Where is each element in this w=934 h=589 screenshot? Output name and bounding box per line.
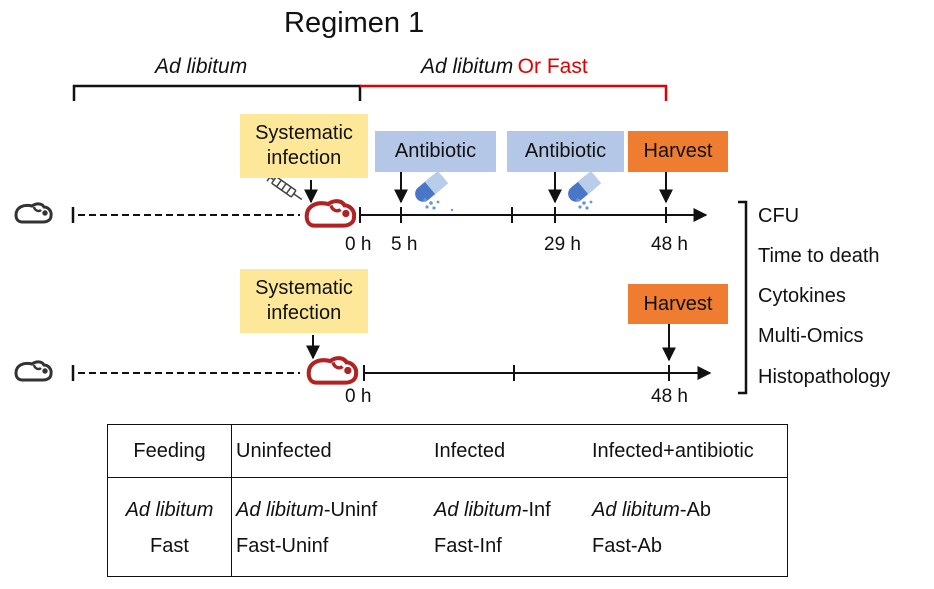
readout-item: Time to death [758,245,880,267]
readout-item: Histopathology [758,366,891,388]
table-cell-feeding: Ad libitum [107,477,232,528]
table-header-cell: Infected [430,424,588,478]
mouse-infected-icon [307,201,354,225]
antibiotic-box-2: Antibiotic [507,131,624,172]
bracket-ad-libitum-or-fast [360,84,668,101]
tick-label-0h-2: 0 h [345,386,372,407]
readout-item: CFU [758,205,800,227]
readout-item: Multi-Omics [758,325,864,347]
bracket-ad-libitum [72,84,362,101]
cell-prefix: Ad libitum [236,498,324,521]
table-cell: Ad libitum-Uninf [232,478,431,529]
cell-prefix: Ad libitum [434,498,522,521]
table-cell: Fast-Uninf [232,528,431,577]
cell-suffix: Fast-Uninf [236,534,329,557]
mouse-healthy-icon [14,202,53,224]
table-header-cell: Infected+antibiotic [588,424,788,478]
tick-label-48h-2: 48 h [651,386,688,407]
harvest-box-1: Harvest [628,131,728,172]
phase-label-red: Or Fast [517,55,588,78]
capsule-icon [568,170,602,202]
powder-icon [576,198,593,210]
harvest-box-2: Harvest [628,284,728,324]
table-cell: Ad libitum-Inf [430,478,588,529]
table-header-cell: Feeding [107,424,232,478]
tick-label-29h: 29 h [544,234,581,255]
group-design-table: Feeding Uninfected Infected Infected+ant… [107,424,788,577]
figure-title: Regimen 1 [284,7,425,39]
tick-label-0h-1: 0 h [345,234,372,255]
cell-suffix: Fast-Ab [592,534,663,557]
infection-box-2: Systematic infection [240,269,368,333]
table-row: Ad libitum Ad libitum-Uninf Ad libitum-I… [107,477,788,529]
table-cell-feeding: Fast [107,528,232,577]
tick-label-5h: 5 h [391,234,418,255]
table-cell: Fast-Inf [430,528,588,577]
tick-label-48h-1: 48 h [651,234,688,255]
phase-label-italic: Ad libitum [421,55,514,78]
cell-suffix: -Uninf [323,498,378,521]
powder-icon [423,198,454,212]
readout-item: Cytokines [758,285,846,307]
table-cell: Fast-Ab [588,528,788,577]
mouse-infected-icon [309,358,356,382]
table-header-row: Feeding Uninfected Infected Infected+ant… [107,424,788,478]
table-row: Fast Fast-Uninf Fast-Inf Fast-Ab [107,528,788,577]
phase-label-ad-libitum-or-fast: Ad libitum Or Fast [421,56,588,77]
phase-label-ad-libitum: Ad libitum [155,55,248,78]
cell-suffix: -Inf [521,498,551,521]
infection-box-1: Systematic infection [240,114,368,178]
cell-suffix: Fast-Inf [434,534,502,557]
capsule-icon [415,170,449,202]
mouse-healthy-icon [14,360,53,382]
table-cell: Ad libitum-Ab [588,478,788,529]
antibiotic-box-1: Antibiotic [375,131,496,172]
cell-suffix: -Ab [679,498,711,521]
readout-bracket [738,200,748,395]
cell-prefix: Ad libitum [592,498,680,521]
table-header-cell: Uninfected [231,424,430,478]
